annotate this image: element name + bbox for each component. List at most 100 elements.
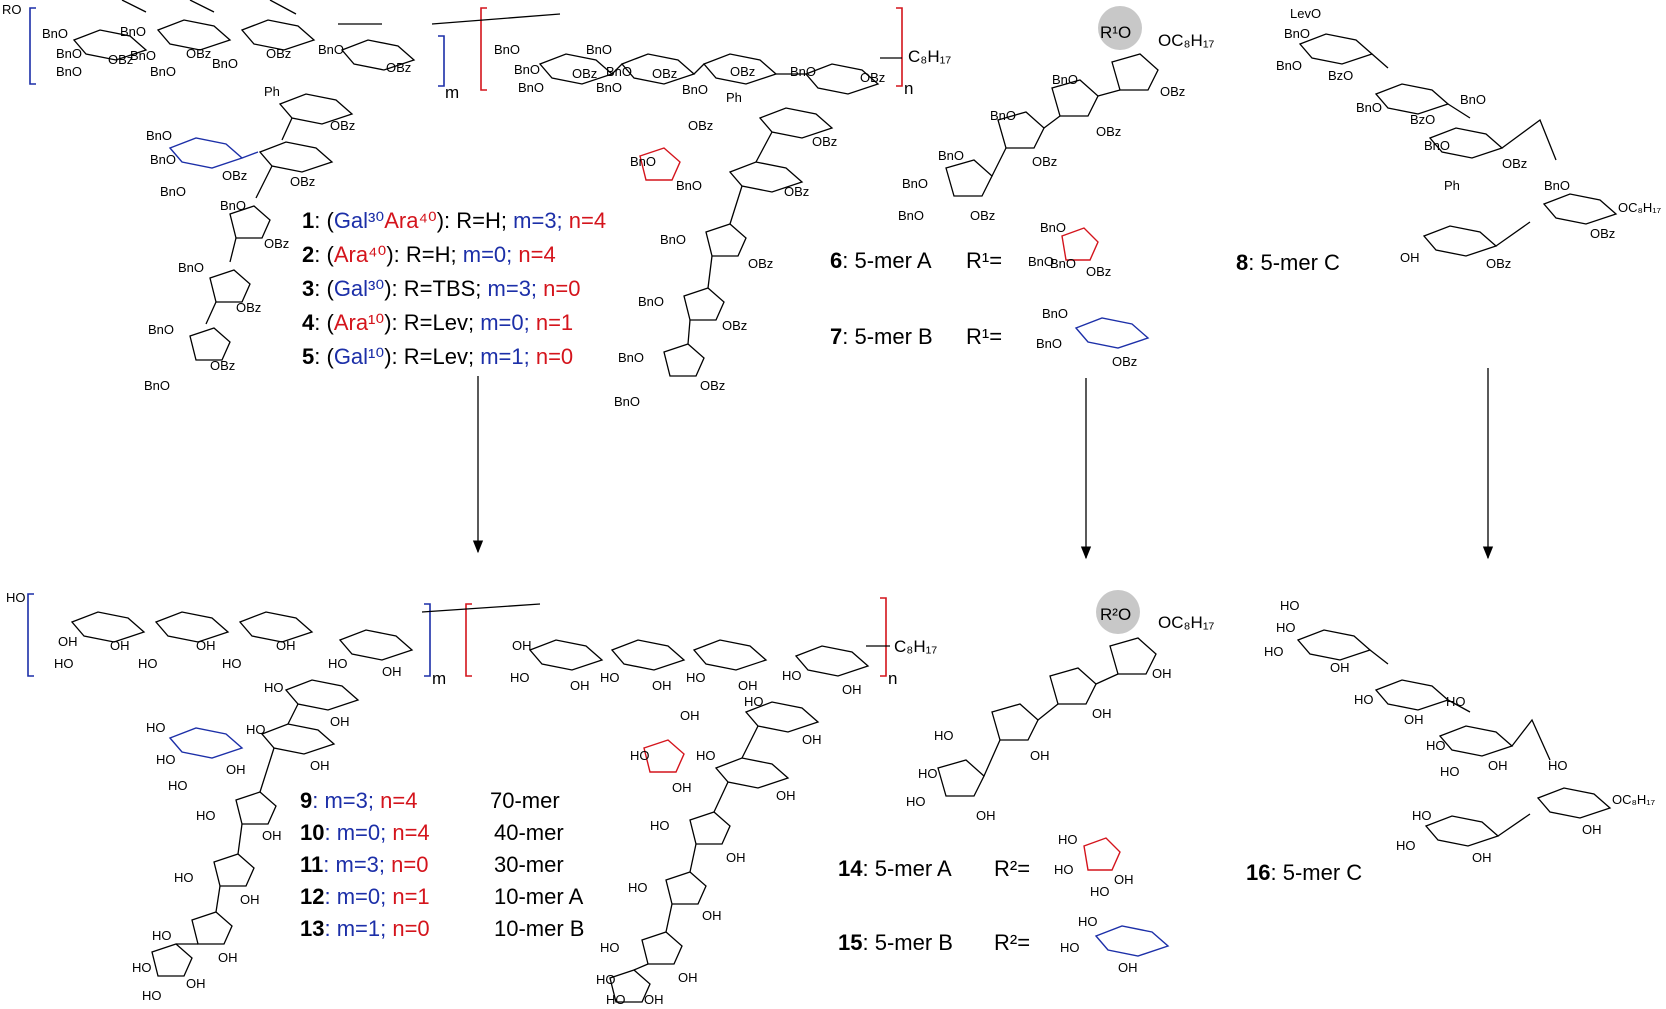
svg-text:OH: OH xyxy=(1330,660,1350,675)
svg-text:OH: OH xyxy=(186,976,206,991)
svg-text:OH: OH xyxy=(1030,748,1050,763)
svg-text:HO: HO xyxy=(146,720,166,735)
svg-text:HO: HO xyxy=(782,668,802,683)
svg-text:OBz: OBz xyxy=(812,134,837,149)
svg-text:HO: HO xyxy=(152,928,172,943)
svg-text:HO: HO xyxy=(1440,764,1460,779)
legend-row-3: 3: (Gal³⁰): R=TBS; m=3; n=0 xyxy=(302,276,580,301)
svg-text:OBz: OBz xyxy=(1086,264,1111,279)
svg-text:BnO: BnO xyxy=(518,80,544,95)
svg-text:OH: OH xyxy=(644,992,664,1007)
svg-text:OH: OH xyxy=(672,780,692,795)
svg-text:OC₈H₁₇: OC₈H₁₇ xyxy=(1158,31,1215,50)
svg-text:BnO: BnO xyxy=(1042,306,1068,321)
svg-text:OH: OH xyxy=(226,762,246,777)
svg-text:OH: OH xyxy=(240,892,260,907)
svg-text:15: 5-mer B: 15: 5-mer B xyxy=(838,930,953,955)
svg-text:BnO: BnO xyxy=(902,176,928,191)
protected-5mer-c: LevO BnO BnO BzO BnO BzO BnO BnO OBz Ph … xyxy=(1236,6,1662,275)
svg-text:BnO: BnO xyxy=(1276,58,1302,73)
svg-text:HO: HO xyxy=(222,656,242,671)
svg-text:BnO: BnO xyxy=(42,26,68,41)
svg-text:BnO: BnO xyxy=(146,128,172,143)
svg-text:OBz: OBz xyxy=(700,378,725,393)
svg-text:R²=: R²= xyxy=(994,856,1030,881)
svg-text:BnO: BnO xyxy=(150,152,176,167)
svg-text:OBz: OBz xyxy=(266,46,291,61)
svg-text:HO: HO xyxy=(600,940,620,955)
svg-text:7: 5-mer B: 7: 5-mer B xyxy=(830,324,933,349)
svg-text:OBz: OBz xyxy=(652,66,677,81)
ro-label: RO xyxy=(2,2,22,17)
svg-text:HO: HO xyxy=(1426,738,1446,753)
svg-text:OH: OH xyxy=(738,678,758,693)
svg-text:BnO: BnO xyxy=(638,294,664,309)
svg-text:OBz: OBz xyxy=(1032,154,1057,169)
svg-text:HO: HO xyxy=(934,728,954,743)
svg-text:11: m=3; n=0: 11: m=3; n=0 xyxy=(300,852,428,877)
svg-text:OBz: OBz xyxy=(186,46,211,61)
svg-text:HO: HO xyxy=(1276,620,1296,635)
svg-text:HO: HO xyxy=(1060,940,1080,955)
svg-text:BnO: BnO xyxy=(990,108,1016,123)
svg-text:BnO: BnO xyxy=(596,80,622,95)
svg-text:OH: OH xyxy=(196,638,216,653)
svg-text:OH: OH xyxy=(512,638,532,653)
legend-row-1: 1: (Gal³⁰Ara⁴⁰): R=H; m=3; n=4 xyxy=(302,208,606,233)
svg-text:HO: HO xyxy=(650,818,670,833)
svg-text:OH: OH xyxy=(1582,822,1602,837)
svg-text:BnO: BnO xyxy=(586,42,612,57)
svg-text:HO: HO xyxy=(142,988,162,1003)
svg-text:OBz: OBz xyxy=(784,184,809,199)
svg-text:BnO: BnO xyxy=(606,64,632,79)
svg-text:OC₈H₁₇: OC₈H₁₇ xyxy=(1158,613,1215,632)
svg-text:OBz: OBz xyxy=(748,256,773,271)
svg-text:8: 5-mer C: 8: 5-mer C xyxy=(1236,250,1340,275)
svg-text:BnO: BnO xyxy=(614,394,640,409)
svg-text:OBz: OBz xyxy=(210,358,235,373)
svg-text:HO: HO xyxy=(1396,838,1416,853)
svg-text:HO: HO xyxy=(906,794,926,809)
svg-text:70-mer: 70-mer xyxy=(490,788,560,813)
svg-text:OH: OH xyxy=(680,708,700,723)
svg-text:R²=: R²= xyxy=(994,930,1030,955)
svg-text:OH: OH xyxy=(1404,712,1424,727)
svg-text:HO: HO xyxy=(744,694,764,709)
svg-text:Ph: Ph xyxy=(726,90,742,105)
svg-text:OBz: OBz xyxy=(1096,124,1121,139)
svg-text:HO: HO xyxy=(606,992,626,1007)
svg-text:BnO: BnO xyxy=(1356,100,1382,115)
svg-text:HO: HO xyxy=(596,972,616,987)
m-label-top: m xyxy=(445,83,459,102)
svg-text:OH: OH xyxy=(570,678,590,693)
svg-text:HO: HO xyxy=(54,656,74,671)
r1-arabinose xyxy=(1061,227,1099,261)
svg-text:BnO: BnO xyxy=(160,184,186,199)
svg-text:HO: HO xyxy=(132,960,152,975)
svg-text:BnO: BnO xyxy=(56,64,82,79)
c8h17-top: C₈H₁₇ xyxy=(908,47,951,66)
svg-text:m: m xyxy=(432,669,446,688)
svg-text:OBz: OBz xyxy=(730,64,755,79)
svg-text:BnO: BnO xyxy=(676,178,702,193)
svg-text:OH: OH xyxy=(382,664,402,679)
svg-text:Ph: Ph xyxy=(1444,178,1460,193)
svg-text:OBz: OBz xyxy=(386,60,411,75)
svg-text:HO: HO xyxy=(1548,758,1568,773)
svg-text:OH: OH xyxy=(1152,666,1172,681)
svg-text:BnO: BnO xyxy=(1040,220,1066,235)
svg-text:BnO: BnO xyxy=(130,48,156,63)
svg-text:10-mer B: 10-mer B xyxy=(494,916,584,941)
svg-text:OBz: OBz xyxy=(688,118,713,133)
svg-text:BnO: BnO xyxy=(1544,178,1570,193)
legend-row-2: 2: (Ara⁴⁰): R=H; m=0; n=4 xyxy=(302,242,556,267)
svg-text:BnO: BnO xyxy=(494,42,520,57)
svg-text:OBz: OBz xyxy=(108,52,133,67)
svg-text:OH: OH xyxy=(678,970,698,985)
svg-text:HO: HO xyxy=(686,670,706,685)
svg-text:HO: HO xyxy=(918,766,938,781)
blue-side-galactose xyxy=(168,137,244,169)
svg-text:OH: OH xyxy=(310,758,330,773)
svg-text:C₈H₁₇: C₈H₁₇ xyxy=(894,637,937,656)
